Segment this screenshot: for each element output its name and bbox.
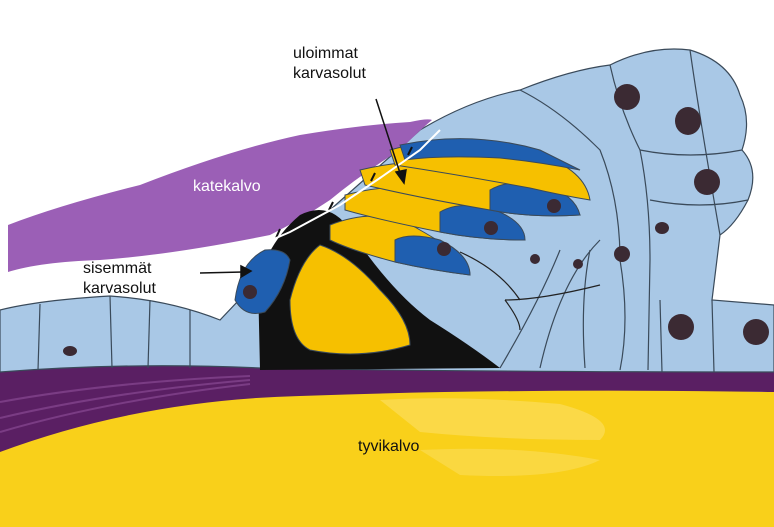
label-inner-line-2: karvasolut [83,279,156,299]
label-basilar-membrane: tyvikalvo [358,437,419,457]
label-outer-hair-cells: uloimmat karvasolut [293,44,366,84]
label-tectorial-membrane: katekalvo [193,177,261,197]
label-outer-line-1: uloimmat [293,44,366,64]
label-outer-line-2: karvasolut [293,64,366,84]
label-inner-line-1: sisemmät [83,259,156,279]
label-inner-hair-cells: sisemmät karvasolut [83,259,156,299]
